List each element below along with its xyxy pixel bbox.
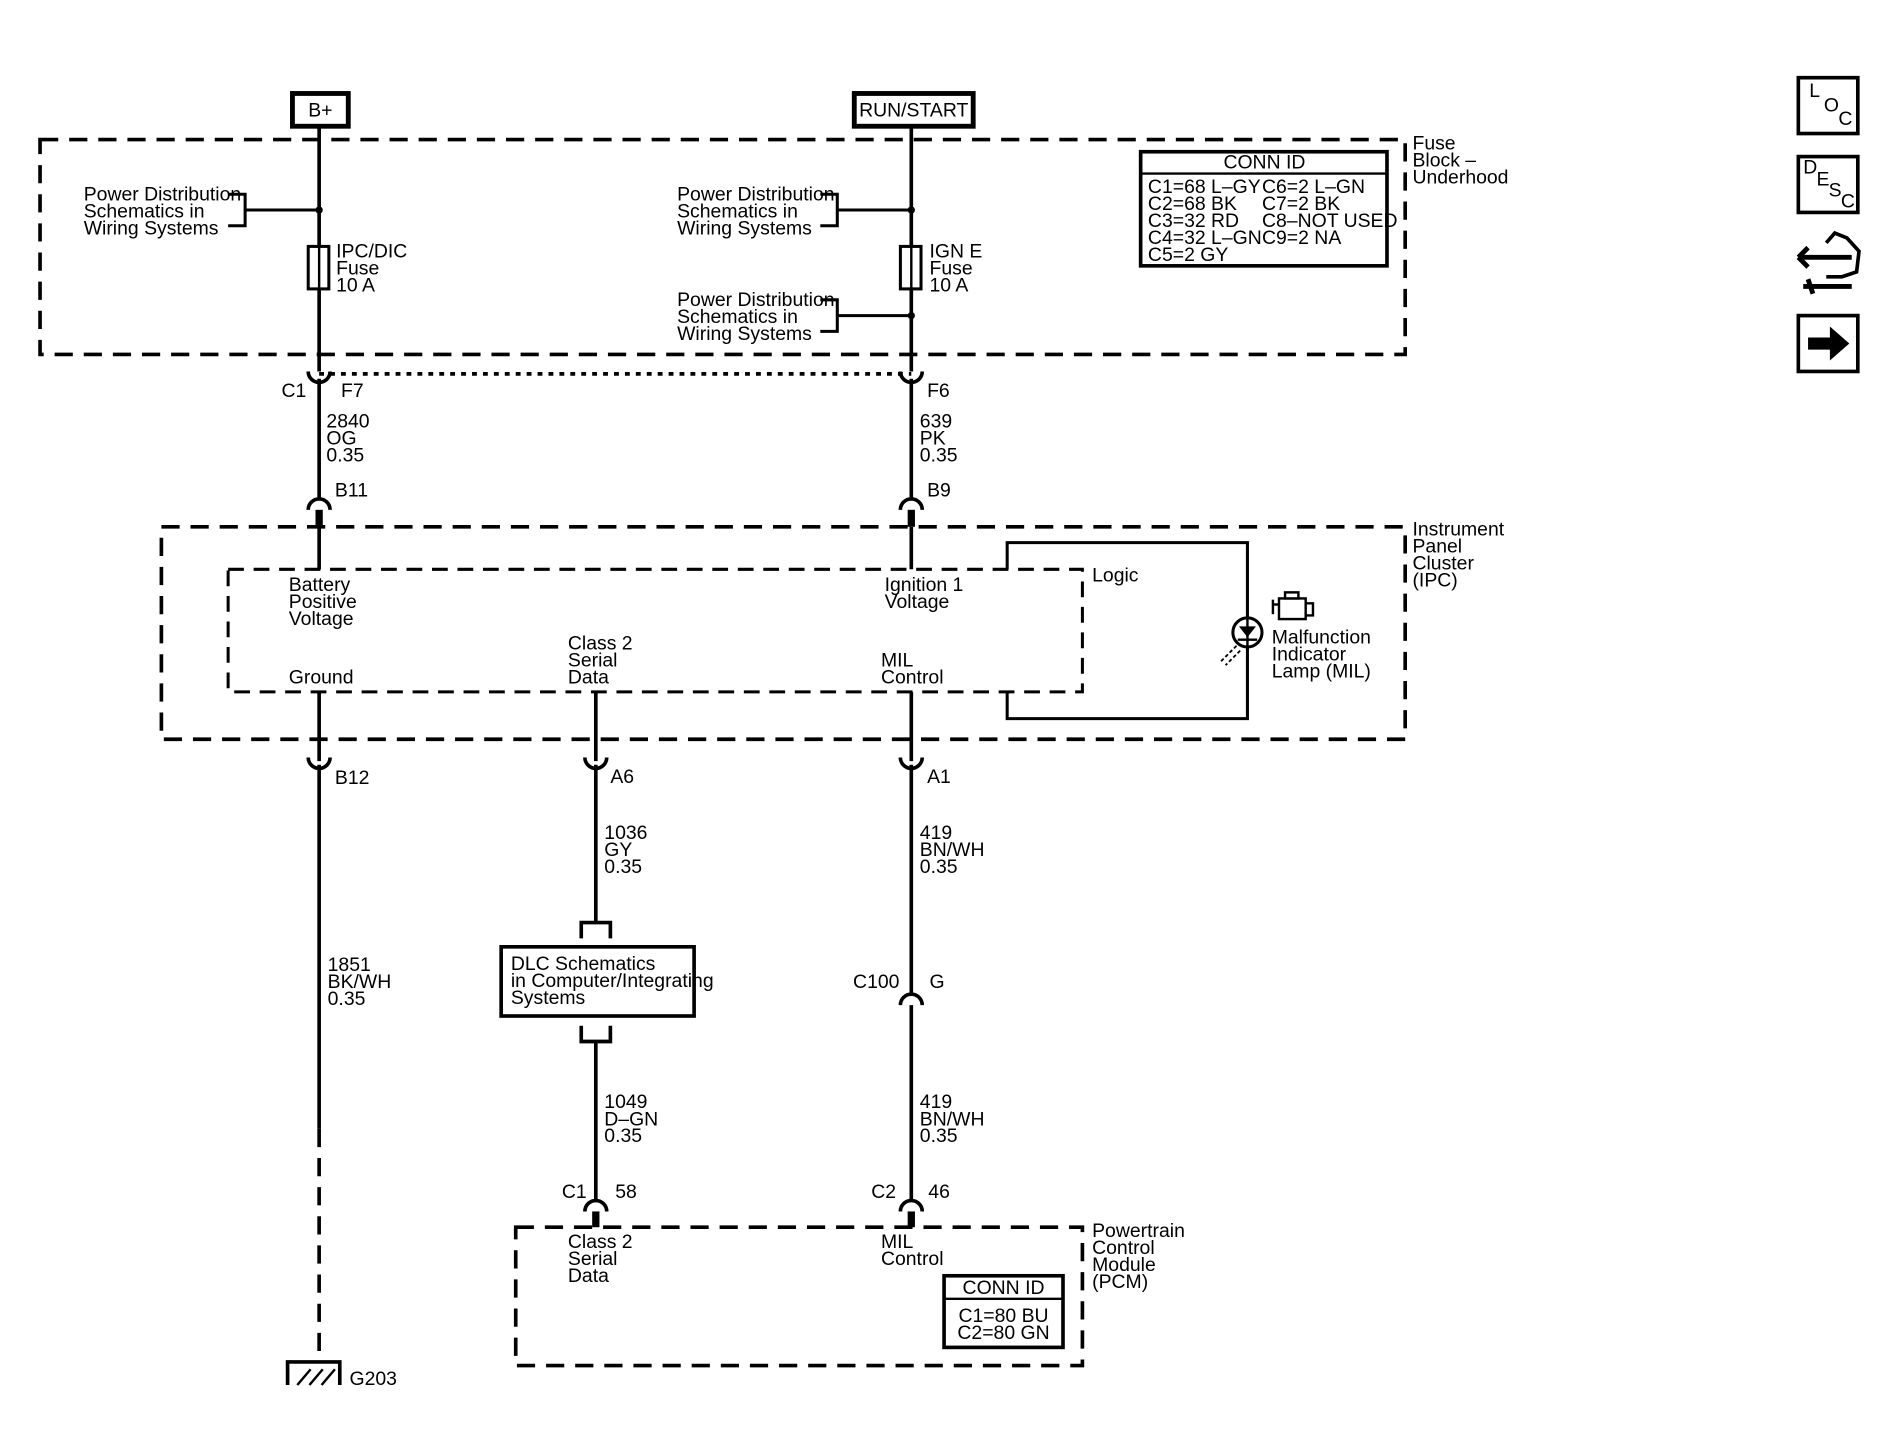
svg-text:C2: C2 xyxy=(871,1181,896,1203)
connector-b11: B11 xyxy=(306,479,368,527)
connector-pcm-c2: C2 46 xyxy=(871,1181,950,1228)
ipc-class2-label: Class 2 Serial Data xyxy=(568,632,638,688)
ground-g203: G203 xyxy=(285,1360,397,1390)
svg-text:B9: B9 xyxy=(927,479,951,501)
svg-text:C2=80 GN: C2=80 GN xyxy=(957,1322,1049,1344)
svg-text:C1: C1 xyxy=(562,1181,587,1203)
fuse-block-boundary xyxy=(38,137,1408,357)
power-dist-ref-left: Power Distribution Schematics in Wiring … xyxy=(84,183,323,239)
wire-419-lower: 419 BN/WH 0.35 xyxy=(920,1091,990,1147)
connector-c100: C100 G xyxy=(853,971,945,1006)
svg-text:L: L xyxy=(1809,80,1820,102)
mil-lamp-label: Malfunction Indicator Lamp (MIL) xyxy=(1272,626,1377,682)
connector-repair-icon[interactable] xyxy=(1796,230,1861,295)
svg-text:IGN E Fuse 10 A: IGN E Fuse 10 A xyxy=(930,240,988,296)
conn-id-left-column: C1=68 L–GY C2=68 BK C3=32 RD C4=32 L–GN … xyxy=(1148,176,1267,266)
pin-f7-label: F7 xyxy=(341,380,364,402)
ipc-mil-control-label: MIL Control xyxy=(881,649,944,688)
svg-text:A6: A6 xyxy=(610,766,634,788)
mil-lamp-circuit xyxy=(1005,541,1264,721)
wire-1036: 1036 GY 0.35 xyxy=(604,822,653,878)
connector-c1-fuse-block: C1 F7 F6 xyxy=(282,371,950,402)
wire-639: 639 PK 0.35 xyxy=(920,410,958,466)
pcm-boundary xyxy=(513,1225,1085,1368)
svg-text:D: D xyxy=(1803,157,1817,179)
svg-text:Power Distribution Schem: Power Distribution Schematics in Wiring … xyxy=(677,183,840,239)
pcm-label: Powertrain Control Module (PCM) xyxy=(1092,1220,1190,1293)
pcm-mil-control-label: MIL Control xyxy=(881,1231,944,1270)
svg-text:O: O xyxy=(1824,95,1839,117)
svg-text:C100: C100 xyxy=(853,971,900,993)
c1-label: C1 xyxy=(282,380,307,402)
svg-text:Power Distribution Schem: Power Distribution Schematics in Wiring … xyxy=(677,289,840,345)
next-arrow-icon[interactable] xyxy=(1796,313,1860,374)
ipc-logic-boundary xyxy=(226,567,1084,694)
wire-419-upper: 419 BN/WH 0.35 xyxy=(920,822,990,878)
battery-positive-voltage-label: Battery Positive Voltage xyxy=(289,574,362,630)
svg-text:G: G xyxy=(930,971,945,993)
dlc-schematics-ref: DLC Schematics in Computer/Integrating S… xyxy=(499,944,719,1018)
pcm-conn-id-table: CONN ID C1=80 BU C2=80 GN xyxy=(942,1273,1065,1350)
power-dist-ref-right-top: Power Distribution Schematics in Wiring … xyxy=(677,183,915,239)
connector-a6: A6 xyxy=(583,757,634,788)
svg-text:E: E xyxy=(1817,169,1830,191)
svg-text:G203: G203 xyxy=(349,1368,396,1390)
ipc-label: Instrument Panel Cluster (IPC) xyxy=(1412,518,1509,591)
svg-text:C1=80 BU: C1=80 BU xyxy=(959,1305,1049,1327)
conn-id-title: CONN ID xyxy=(1223,152,1305,174)
description-button[interactable]: D E S C xyxy=(1796,154,1860,215)
svg-text:A1: A1 xyxy=(927,766,951,788)
connector-b9: B9 xyxy=(898,479,951,527)
svg-text:B11: B11 xyxy=(335,479,368,501)
fuse-block-label: Fuse Block – Underhood xyxy=(1412,132,1508,188)
power-dist-ref-right-bottom: Power Distribution Schematics in Wiring … xyxy=(677,289,915,345)
conn-id-right-column: C6=2 L–GN C7=2 BK C8–NOT USED C9=2 NA xyxy=(1262,176,1403,249)
ipc-boundary xyxy=(159,524,1408,742)
run-start-label: RUN/START xyxy=(859,100,968,122)
svg-text:S: S xyxy=(1829,180,1842,202)
ignition-1-voltage-label: Ignition 1 Voltage xyxy=(885,574,969,613)
wire-1851: 1851 BK/WH 0.35 xyxy=(328,954,397,1010)
connector-pcm-c1: C1 58 xyxy=(562,1181,637,1228)
bplus-label: B+ xyxy=(308,100,332,122)
location-button[interactable]: L O C xyxy=(1796,75,1860,136)
svg-text:B12: B12 xyxy=(335,767,370,789)
wire-1049: 1049 D–GN 0.35 xyxy=(604,1091,663,1147)
svg-text:46: 46 xyxy=(928,1181,950,1203)
svg-text:Power Distribution Schem: Power Distribution Schematics in Wiring … xyxy=(84,183,247,239)
logic-label: Logic xyxy=(1092,564,1139,586)
wire-2840: 2840 OG 0.35 xyxy=(326,410,375,466)
ipc-dic-fuse: IPC/DIC Fuse 10 A xyxy=(306,240,413,296)
pin-f6-label: F6 xyxy=(927,380,950,402)
svg-text:DLC Schematics in Comput: DLC Schematics in Computer/Integrating S… xyxy=(511,953,719,1009)
run-start-source: RUN/START xyxy=(851,91,976,129)
svg-text:C: C xyxy=(1838,108,1852,130)
bplus-source: B+ xyxy=(290,91,351,129)
engine-icon xyxy=(1271,591,1315,621)
ground-label: Ground xyxy=(289,666,354,688)
pcm-class2-label: Class 2 Serial Data xyxy=(568,1231,638,1287)
fuse-block-conn-id-table: CONN ID C1=68 L–GY C2=68 BK C3=32 RD C4=… xyxy=(1138,149,1403,268)
svg-text:58: 58 xyxy=(615,1181,637,1203)
svg-text:CONN ID: CONN ID xyxy=(963,1277,1045,1299)
connector-a1: A1 xyxy=(898,757,951,788)
ign-e-fuse: IGN E Fuse 10 A xyxy=(898,240,988,296)
svg-text:IPC/DIC Fuse 10 A: IPC/DIC Fuse 10 A xyxy=(336,240,413,296)
svg-text:C: C xyxy=(1841,191,1855,213)
